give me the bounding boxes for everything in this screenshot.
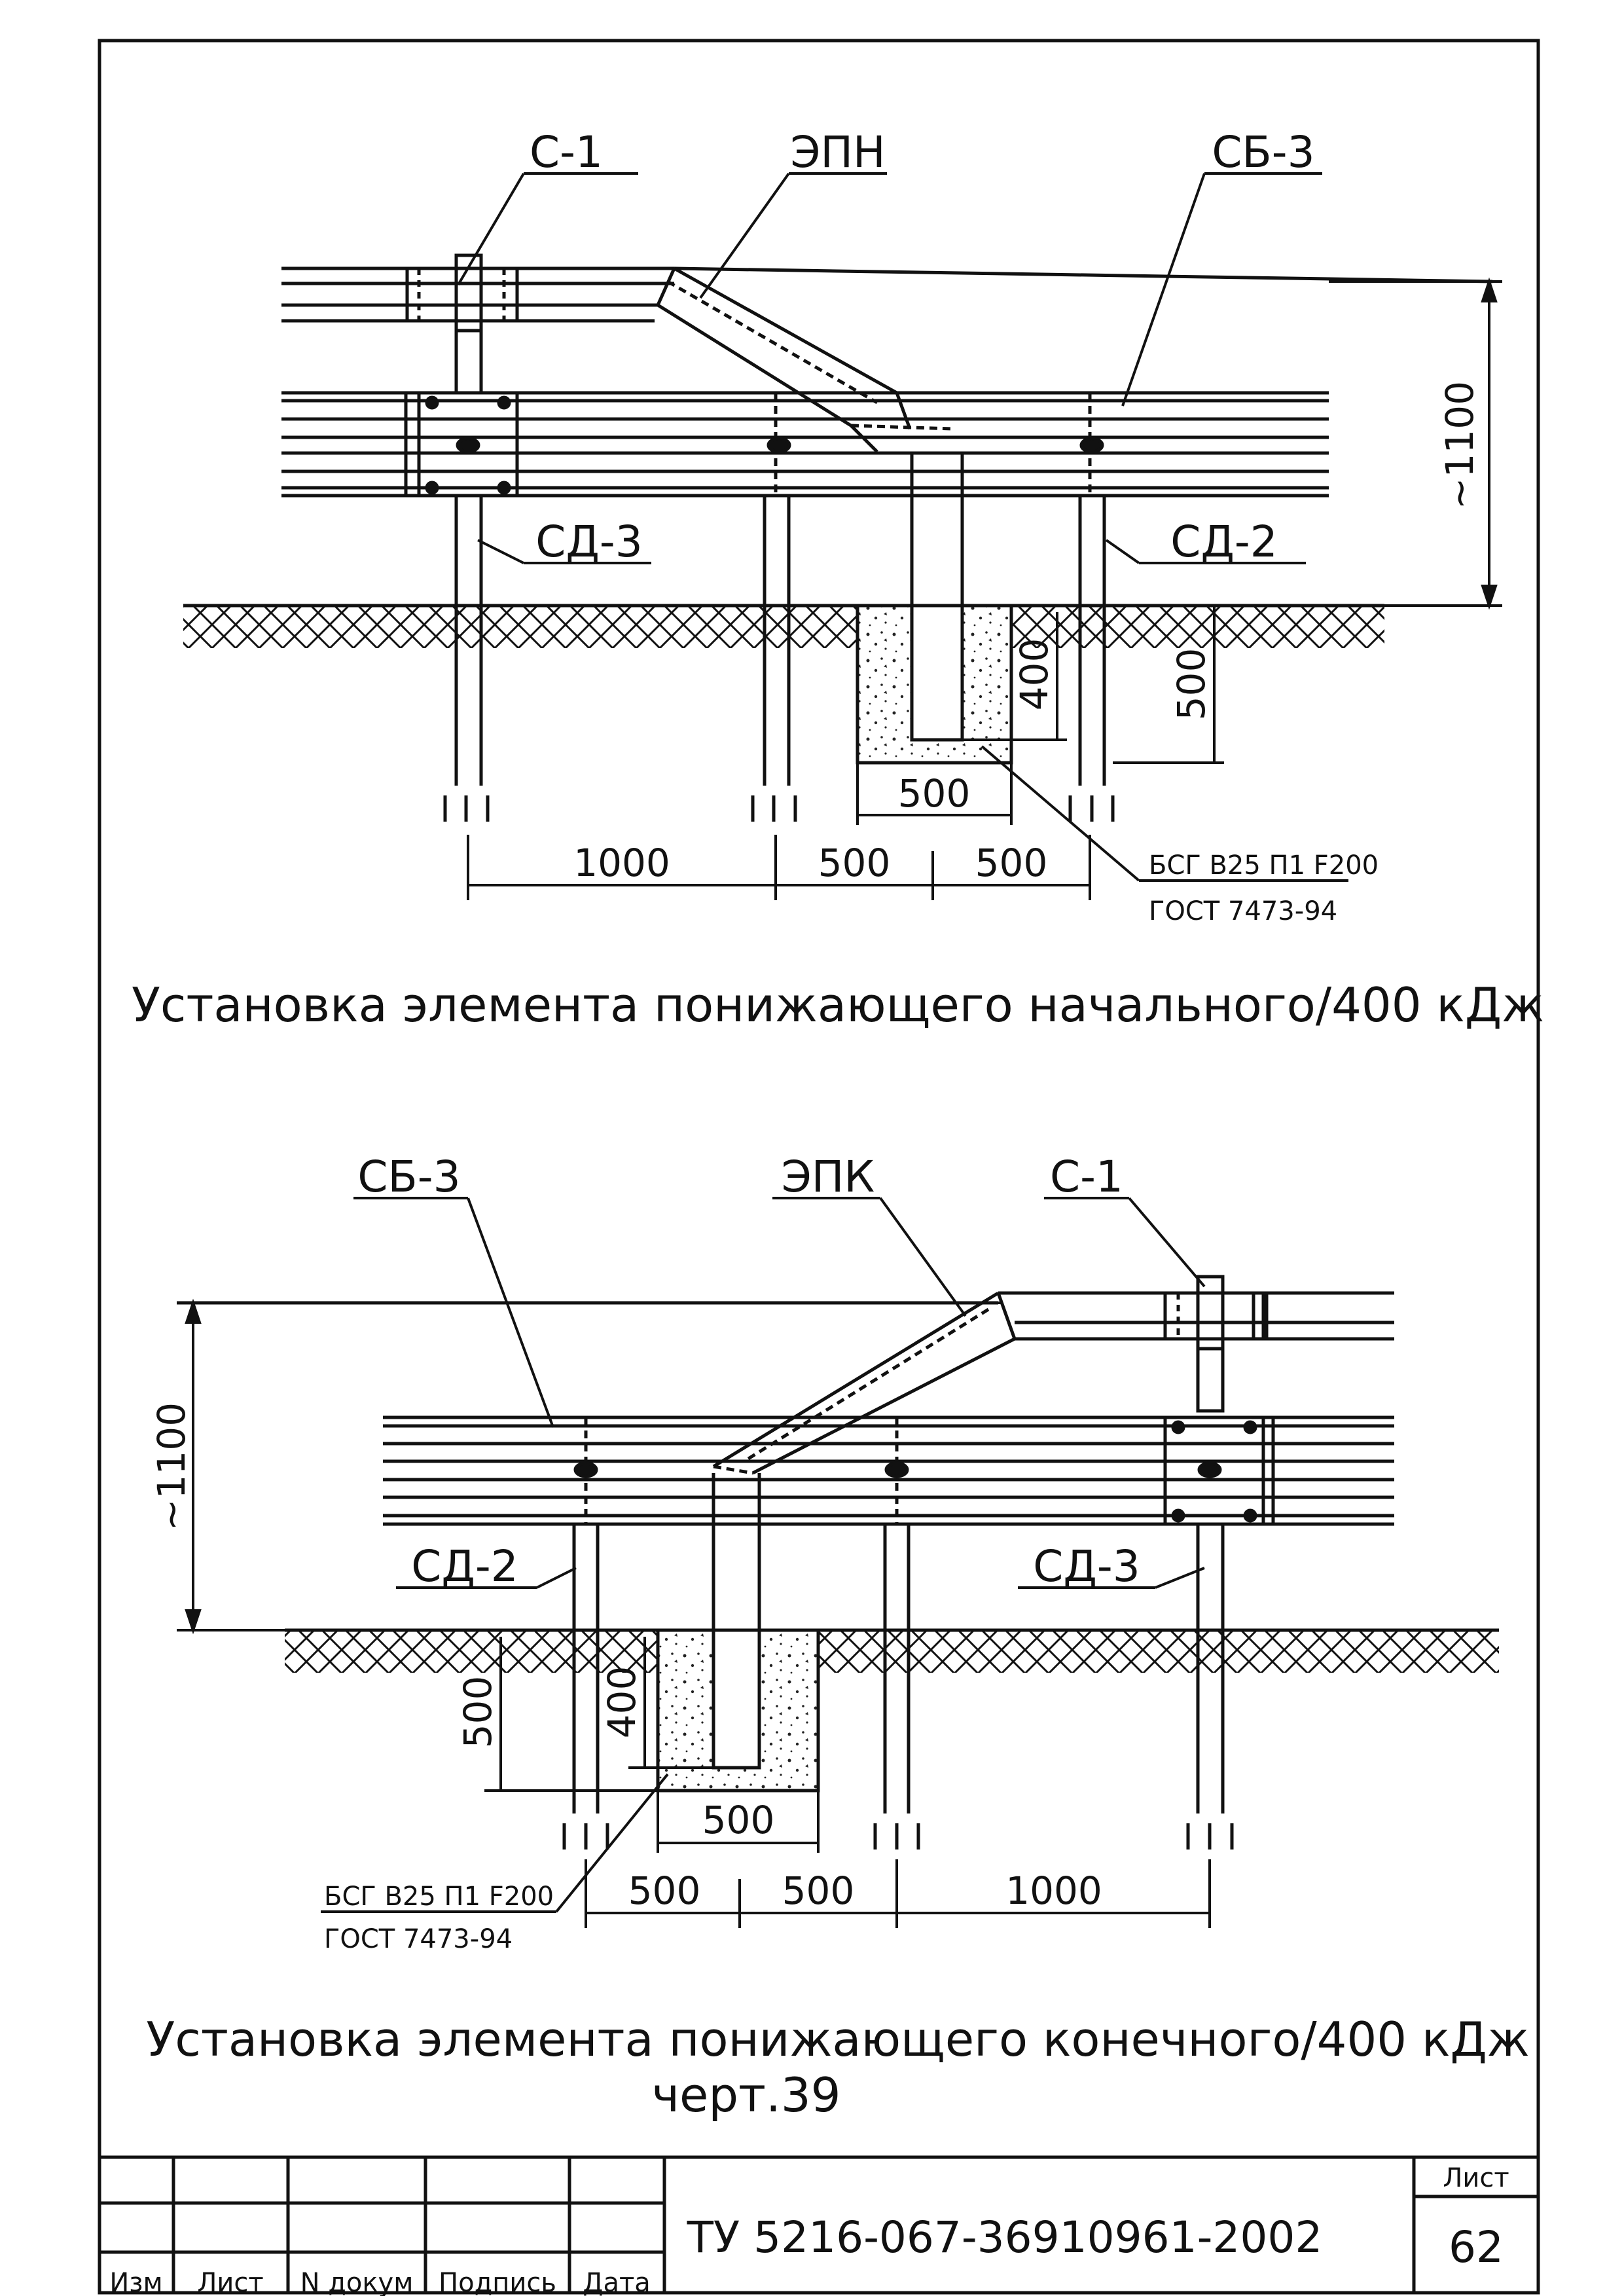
concrete-note-line1-1: БСГ В25 П1 F200 (1149, 850, 1379, 881)
upper-beam-2 (177, 1291, 1394, 1341)
dim-depth-elem-1: 400 (1012, 638, 1056, 711)
caption-1: Установка элемента понижающего начальног… (132, 977, 1544, 1032)
label-post-right-2: СД-3 (1033, 1541, 1140, 1592)
dimension-lines-2 (177, 1197, 1211, 1928)
dim-depth-post-2: 500 (456, 1676, 500, 1749)
sheet-label: Лист (1443, 2163, 1509, 2193)
dim-foundation-width-1: 500 (898, 771, 971, 816)
sheet-number: 62 (1449, 2222, 1504, 2272)
column-signature: Подпись (439, 2268, 556, 2296)
connector-c1-2 (1163, 1275, 1269, 1413)
drawing-number: черт.39 (652, 2068, 841, 2123)
column-doc-number: N докум (300, 2268, 414, 2296)
title-block (99, 2155, 1538, 2293)
column-izm: Изм (109, 2268, 162, 2296)
upper-beam-1 (281, 266, 1493, 323)
label-lowering-element-2: ЭПК (782, 1152, 875, 1202)
dim-span-3-2: 1000 (1005, 1868, 1102, 1913)
dim-span-3-1: 500 (975, 841, 1048, 885)
document-code: ТУ 5216-067-36910961-2002 (687, 2212, 1323, 2263)
concrete-note-line2-1: ГОСТ 7473-94 (1149, 896, 1337, 926)
dim-span-2-1: 500 (818, 841, 891, 885)
label-lowering-element-1: ЭПН (790, 127, 885, 177)
lowering-element-epk (712, 1291, 1017, 1475)
drawing-1: С-1 ЭПН СБ-3 СД-3 СД-2 ~1100 500 400 500… (132, 127, 1544, 1032)
ground-2 (285, 1628, 1499, 1673)
dim-foundation-width-2: 500 (702, 1798, 775, 1842)
column-date: Дата (583, 2268, 651, 2296)
drawing-2: СБ-3 ЭПК С-1 СД-2 СД-3 ~1100 500 400 500… (146, 1152, 1529, 2123)
ground-1 (183, 604, 1384, 648)
column-list: Лист (197, 2268, 263, 2296)
foundation-2 (656, 1628, 820, 1793)
caption-2: Установка элемента понижающего конечного… (146, 2012, 1529, 2067)
dim-depth-elem-2: 400 (600, 1666, 644, 1739)
label-connector-1: С-1 (530, 127, 603, 177)
concrete-note-line1-2: БСГ В25 П1 F200 (324, 1882, 554, 1912)
label-main-beam-2: СБ-3 (357, 1152, 460, 1202)
main-beam-2 (383, 1415, 1394, 1526)
label-post-left-1: СД-3 (535, 517, 642, 567)
sheet-frame (98, 39, 1540, 2295)
label-main-beam-1: СБ-3 (1212, 127, 1314, 177)
dim-height-1: ~1100 (1437, 381, 1482, 509)
label-post-left-2: СД-2 (411, 1541, 518, 1592)
foundation-1 (856, 604, 1013, 765)
dim-span-2-2: 500 (782, 1868, 855, 1913)
dim-span-1-1: 1000 (573, 841, 670, 885)
dimension-lines-1 (457, 172, 1502, 900)
label-post-right-1: СД-2 (1170, 517, 1277, 567)
dim-depth-post-1: 500 (1169, 648, 1214, 721)
dim-span-1-2: 500 (628, 1868, 701, 1913)
label-connector-2: С-1 (1050, 1152, 1123, 1202)
concrete-note-line2-2: ГОСТ 7473-94 (324, 1924, 513, 1954)
main-beam-1 (281, 391, 1329, 498)
dim-height-2: ~1100 (149, 1402, 194, 1531)
